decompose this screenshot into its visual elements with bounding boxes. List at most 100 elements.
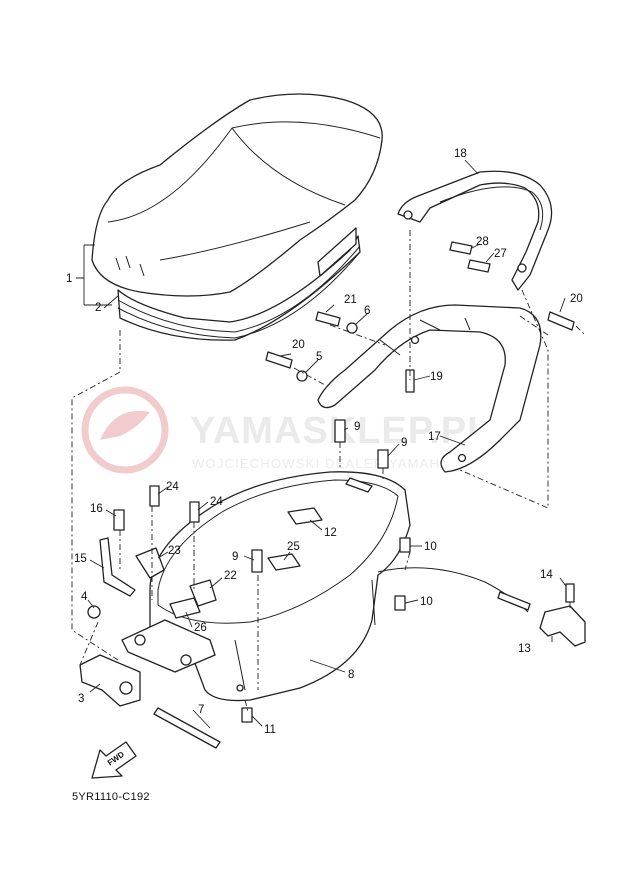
lead-18 [464, 159, 479, 175]
callout-19: 19 [430, 371, 443, 383]
diagram-code: 5YR1110-C192 [72, 791, 150, 803]
callout-27: 27 [494, 248, 507, 260]
seat-crease-top [231, 121, 381, 139]
callout-12: 12 [324, 527, 337, 539]
callout-20-left: 20 [292, 339, 305, 351]
clip-11 [241, 707, 253, 723]
label-12 [287, 507, 323, 525]
callout-15: 15 [74, 553, 87, 565]
bolt-21 [315, 311, 341, 327]
hinge-pivot-2 [180, 654, 192, 666]
seat-lock [377, 567, 586, 647]
grab-bar-hole-rear [517, 263, 527, 273]
callout-16: 16 [90, 503, 103, 515]
grab-bar [397, 159, 553, 291]
collar-5 [296, 370, 308, 382]
leader-lines [87, 243, 567, 727]
callout-1: 1 [66, 273, 72, 285]
callout-10-bottom: 10 [420, 596, 433, 608]
bolt-9-mid [251, 549, 263, 573]
rear-bracket-hole-2 [457, 453, 467, 463]
seat-crease-side [231, 127, 346, 206]
box-drain [236, 684, 244, 692]
callout-labels: 1 2 3 4 5 6 7 8 9 9 9 10 10 11 12 13 14 … [66, 148, 583, 736]
seat-rear-pad [317, 227, 357, 277]
callout-4: 4 [81, 591, 88, 603]
bolt-9-top [334, 419, 346, 443]
callout-9-right: 9 [401, 437, 407, 449]
callout-28: 28 [476, 236, 489, 248]
box-slot [345, 477, 373, 493]
callout-3: 3 [78, 693, 84, 705]
callout-9-mid: 9 [232, 551, 238, 563]
callout-24-right: 24 [210, 496, 223, 508]
callout-11: 11 [264, 724, 276, 736]
watermark-logo-icon [81, 386, 169, 474]
bolt-9-right [377, 449, 389, 469]
clip-10-bottom [394, 595, 406, 611]
callout-14: 14 [540, 569, 553, 581]
callout-13: 13 [518, 643, 531, 655]
rear-bracket [317, 304, 542, 473]
callout-25: 25 [287, 541, 300, 553]
callout-21: 21 [344, 294, 357, 306]
hinge-assembly [79, 619, 221, 749]
seat-studs [115, 255, 145, 277]
fwd-arrow-icon [91, 741, 137, 779]
fwd-arrow: FWD [91, 741, 137, 779]
watermark-subtitle: WOJCIECHOWSKI DEALER YAMAHA [192, 456, 450, 471]
seat-cushion [91, 93, 383, 297]
hinge-eye [119, 681, 133, 695]
bracket-22 [189, 579, 217, 607]
seat-crease-front [107, 127, 233, 223]
bolt-24-left [149, 485, 160, 507]
bolt-14 [565, 583, 575, 603]
callout-5: 5 [316, 351, 322, 363]
box-side-edges [234, 579, 376, 691]
callout-7: 7 [198, 704, 204, 716]
seat-base-rim-2 [117, 251, 361, 339]
seat-assembly [91, 93, 383, 341]
damper-28 [449, 241, 473, 255]
rear-bracket-ribs [379, 317, 471, 356]
callout-2: 2 [95, 302, 101, 314]
hinge-upper [121, 619, 216, 673]
callout-24-left: 24 [166, 481, 179, 493]
lead-8 [309, 659, 346, 673]
assembly-lines [71, 230, 586, 713]
callout-26: 26 [194, 622, 207, 634]
callout-23: 23 [168, 545, 181, 557]
callout-22: 22 [224, 570, 237, 582]
seat-base-rim-1 [117, 245, 361, 333]
grab-bar-edge [439, 186, 544, 231]
under-seat-box [149, 471, 411, 702]
pin-7 [153, 707, 221, 749]
nut-4 [87, 605, 101, 619]
callout-9-top: 9 [354, 421, 360, 433]
callout-18: 18 [454, 148, 467, 160]
lever-15 [99, 537, 136, 597]
bracket-23 [135, 547, 165, 579]
bolt-24-right [189, 501, 200, 523]
callout-8: 8 [348, 669, 354, 681]
grab-bar-hole-front [403, 210, 413, 220]
callout-20-right: 20 [570, 293, 583, 305]
lead-17 [439, 435, 466, 446]
bolt-20-left [265, 351, 293, 369]
label-25 [267, 553, 301, 571]
callout-6: 6 [364, 305, 370, 317]
seat-crease-lower [159, 221, 311, 261]
callout-10-top: 10 [424, 541, 437, 553]
bolt-16 [113, 509, 125, 531]
clip-10-top [399, 537, 411, 553]
lead-7 [192, 709, 211, 729]
watermark-logo-swoosh-icon [100, 410, 150, 440]
callout-17: 17 [428, 431, 441, 443]
damper-27 [467, 259, 491, 273]
hinge-pivot-1 [134, 634, 146, 646]
label-26 [169, 597, 201, 619]
bolt-20-right [547, 311, 575, 331]
box-inner-rim [157, 479, 399, 624]
